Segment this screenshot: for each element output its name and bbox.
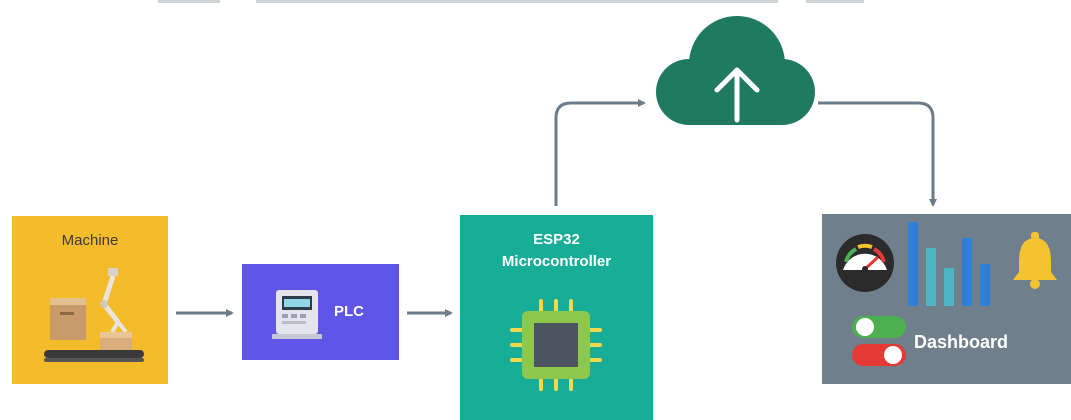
esp32-title: ESP32	[533, 231, 580, 248]
arrow-esp32-to-cloud	[554, 99, 646, 206]
plc-label: PLC	[334, 303, 364, 320]
machine-box: Machine	[12, 216, 168, 384]
robot-arm-conveyor-icon	[44, 268, 144, 362]
esp32-subtitle: Microcontroller	[501, 253, 612, 270]
bar-chart-icon	[908, 222, 990, 306]
bell-icon	[1013, 232, 1057, 289]
plc-box: PLC	[242, 264, 399, 360]
dashboard-box: Dashboard	[822, 214, 1071, 384]
plc-device-icon	[272, 290, 322, 339]
gauge-icon	[836, 234, 894, 292]
cloud-upload-icon	[656, 16, 815, 125]
microchip-icon	[510, 299, 602, 391]
esp32-label: ESP32 Microcontroller	[460, 229, 653, 273]
dashboard-label: Dashboard	[914, 332, 1009, 352]
toggle-switch-icon	[852, 316, 906, 366]
esp32-box: ESP32 Microcontroller	[460, 215, 653, 420]
arrow-cloud-to-dashboard	[818, 101, 937, 207]
machine-label: Machine	[61, 232, 119, 249]
